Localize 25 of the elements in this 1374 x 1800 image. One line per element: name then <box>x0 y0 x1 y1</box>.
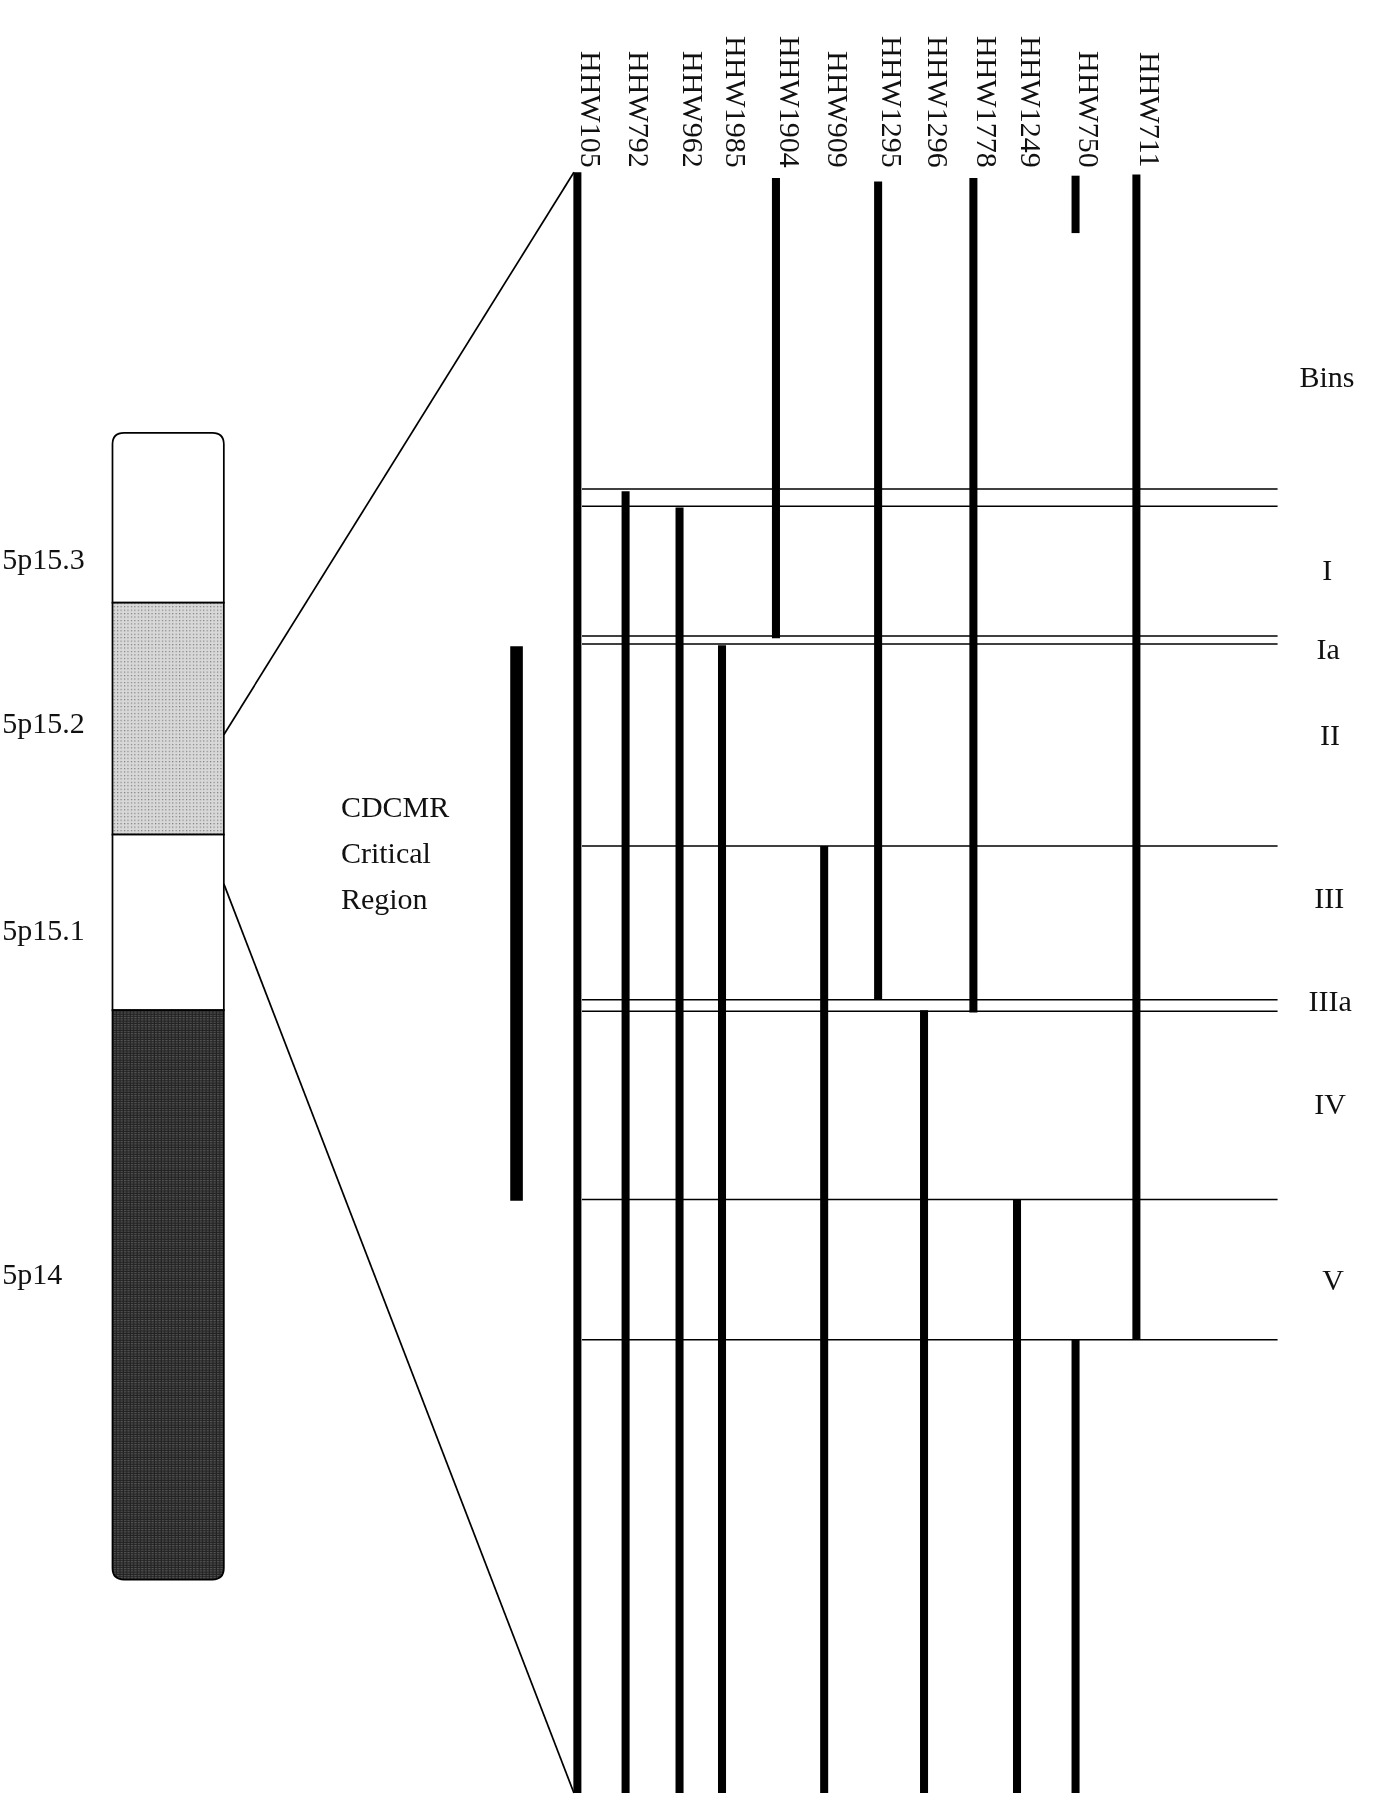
marker-label: HHW909 <box>820 50 855 168</box>
marker-label: HHW105 <box>573 50 608 168</box>
marker-label: HHW711 <box>1132 51 1167 168</box>
bin-label: III <box>1314 880 1345 915</box>
marker-label: HHW1985 <box>718 35 753 168</box>
band-label: 5p15.1 <box>2 912 85 947</box>
marker-label: HHW1249 <box>1013 35 1048 168</box>
marker-label: HHW1295 <box>874 35 909 168</box>
bin-label: Ia <box>1316 631 1340 666</box>
band-label: 5p15.3 <box>2 542 85 576</box>
bin-label: V <box>1322 1262 1344 1297</box>
bin-label: I <box>1322 553 1333 588</box>
band-label: 5p14 <box>2 1257 63 1292</box>
region-label: CDCMR Critical Region <box>340 789 451 917</box>
bin-label: IV <box>1314 1087 1346 1122</box>
band-label: 5p15.2 <box>2 706 85 741</box>
bin-label: II <box>1320 717 1341 752</box>
marker-label: HHW750 <box>1072 50 1107 168</box>
marker-label: HHW792 <box>622 50 657 168</box>
marker-label: HHW1778 <box>969 35 1004 168</box>
bin-heading: Bins <box>1299 359 1355 394</box>
marker-label: HHW1904 <box>772 35 807 168</box>
bin-label: IIIa <box>1308 983 1352 1018</box>
marker-label: HHW1296 <box>920 35 955 168</box>
marker-label: HHW962 <box>676 50 711 168</box>
